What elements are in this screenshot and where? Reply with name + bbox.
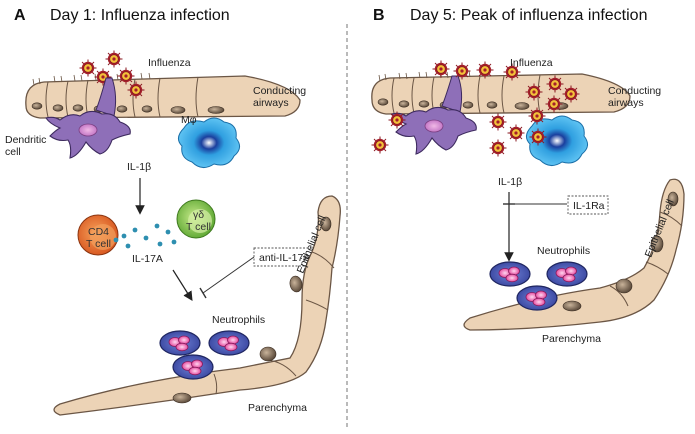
dendritic-label-2: cell <box>5 146 21 158</box>
il1ra-box <box>567 195 609 215</box>
dendritic-label-1: Dendritic <box>5 134 46 146</box>
macrophage-label-a: Mφ <box>181 114 197 126</box>
il17a-arrow <box>172 269 193 302</box>
neutrophils-label-a: Neutrophils <box>212 314 265 326</box>
panel-b: B Day 5: Peak of influenza infection <box>371 7 685 345</box>
conducting-label-b: Conducting <box>608 85 661 97</box>
il17a-molecules <box>113 223 177 249</box>
panel-b-letter: B <box>373 7 385 24</box>
airway-epithelium-a <box>25 72 301 119</box>
parenchyma-label-b: Parenchyma <box>542 333 601 345</box>
panel-a-letter: A <box>14 7 26 24</box>
macrophage-b <box>526 115 588 166</box>
macrophage-a <box>178 117 240 168</box>
cd4-label-1: CD4 <box>88 226 109 238</box>
anti-il17a-label: anti-IL-17A <box>259 252 310 264</box>
panel-a: A Day 1: Influenza infection <box>5 7 341 416</box>
il1b-label-b: IL-1β <box>498 176 522 188</box>
il17a-label: IL-17A <box>132 253 163 265</box>
airways-label-b: airways <box>608 97 644 109</box>
panel-a-title: Day 1: Influenza infection <box>50 7 230 24</box>
dendritic-cell-b <box>391 75 477 155</box>
gd-label-2: T cell <box>186 221 211 233</box>
influenza-label-a: Influenza <box>148 57 191 69</box>
cd4-t-cell <box>77 214 119 256</box>
conducting-label-a: Conducting <box>253 85 306 97</box>
parenchyma-label-a: Parenchyma <box>248 402 307 414</box>
il1ra-label: IL-1Ra <box>573 200 605 212</box>
il1b-label-a: IL-1β <box>127 161 151 173</box>
airway-epithelium-b <box>371 70 631 115</box>
airways-label-a: airways <box>253 97 289 109</box>
neutrophils-label-b: Neutrophils <box>537 245 590 257</box>
dendritic-cell-a <box>45 77 131 159</box>
cd4-label-2: T cell <box>86 238 111 250</box>
panel-b-title: Day 5: Peak of influenza infection <box>410 7 647 24</box>
gd-label-1: γδ <box>193 209 204 221</box>
gd-t-cell <box>176 199 216 239</box>
anti-il17a-inhibitor-line <box>202 256 255 294</box>
parenchyma-epithelium-a <box>53 195 341 416</box>
influenza-label-b: Influenza <box>510 57 553 69</box>
